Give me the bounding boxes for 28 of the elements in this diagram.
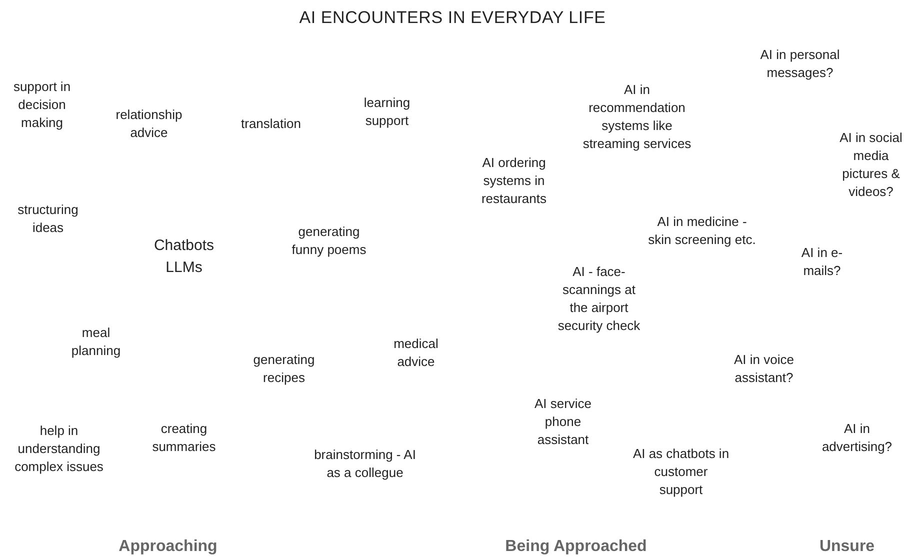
note-text: AI in e-mails? — [800, 244, 844, 280]
note-text: generating funny poems — [290, 223, 368, 259]
note-text: translation — [240, 115, 302, 133]
note-text: AI in advertising? — [820, 420, 894, 456]
note-text: AI in personal messages? — [759, 46, 841, 82]
note-text: AI in voice assistant? — [733, 351, 795, 387]
note-text: help in understanding complex issues — [14, 422, 104, 476]
column-heading: Approaching — [118, 538, 218, 556]
note-text: AI - face-scannings at the airport security check — [556, 263, 642, 335]
note-text: creating summaries — [151, 420, 217, 456]
note-text: AI in social media pictures & videos? — [838, 129, 904, 201]
note-text: AI as chatbots in customer support — [632, 445, 730, 499]
note-text: generating recipes — [252, 351, 316, 387]
note-text: structuring ideas — [16, 201, 80, 237]
note-text: learning support — [362, 94, 412, 130]
note-text: meal planning — [70, 324, 122, 360]
note-text: relationship advice — [114, 106, 184, 142]
note-text: AI service phone assistant — [533, 395, 593, 449]
note-text: AI in medicine - skin screening etc. — [647, 213, 757, 249]
note-text: medical advice — [392, 335, 440, 371]
column-heading: Being Approached — [504, 538, 648, 556]
note-text: AI in recommendation systems like streaming services — [582, 81, 692, 153]
note-text: support in decision making — [12, 78, 72, 132]
note-text: AI ordering systems in restaurants — [480, 154, 548, 208]
topic-text: Chatbots LLMs — [152, 236, 216, 278]
diagram-title: AI ENCOUNTERS IN EVERYDAY LIFE — [298, 8, 607, 28]
note-text: brainstorming - AI as a collegue — [313, 446, 417, 482]
column-heading: Unsure — [818, 538, 876, 556]
